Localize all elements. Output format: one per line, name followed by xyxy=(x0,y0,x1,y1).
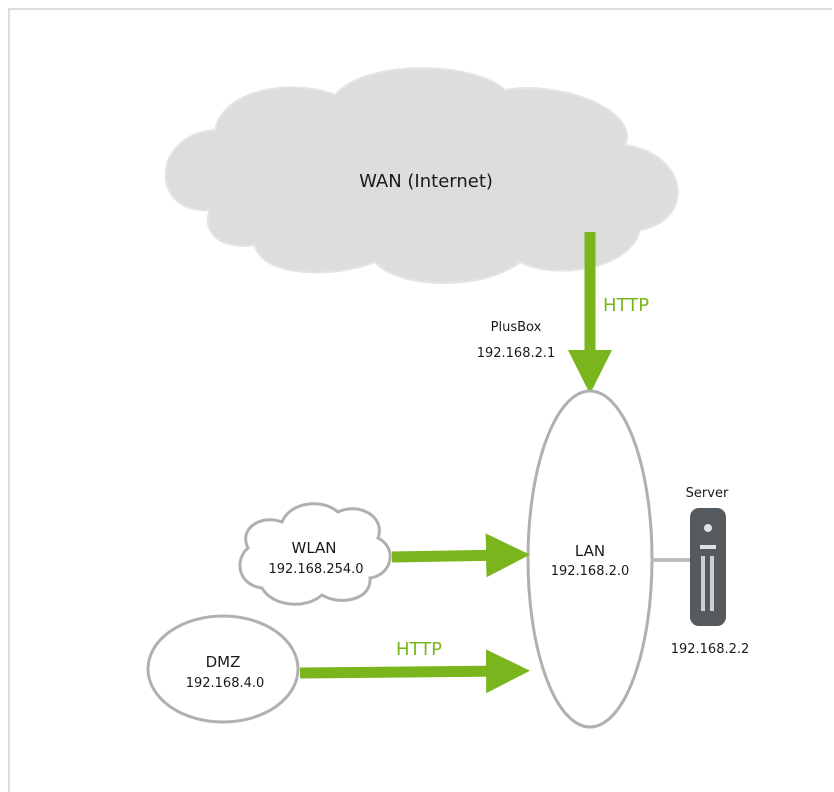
wan-http-label: HTTP xyxy=(603,295,649,316)
server-ip: 192.168.2.2 xyxy=(671,642,750,657)
lan-ip: 192.168.2.0 xyxy=(551,564,630,579)
plusbox-name: PlusBox xyxy=(491,320,542,335)
dmz-ip: 192.168.4.0 xyxy=(186,676,265,691)
dmz-node: DMZ 192.168.4.0 xyxy=(146,614,300,724)
lan-node: LAN 192.168.2.0 xyxy=(526,389,654,729)
dmz-ellipse xyxy=(146,614,300,724)
server-node: Server 192.168.2.2 xyxy=(671,486,750,657)
dmz-label: DMZ xyxy=(206,653,241,671)
dmz-to-lan-arrow xyxy=(299,649,530,694)
wan-cloud-shape xyxy=(164,67,679,284)
server-label: Server xyxy=(686,486,729,501)
diagram-frame xyxy=(8,8,832,792)
wlan-label: WLAN xyxy=(291,539,336,557)
dmz-http-label: HTTP xyxy=(396,639,442,660)
wlan-node: WLAN 192.168.254.0 xyxy=(238,502,392,606)
wlan-to-lan-arrow xyxy=(391,533,530,578)
wan-cloud: WAN (Internet) xyxy=(164,67,679,284)
wan-label: WAN (Internet) xyxy=(359,171,493,192)
server-icon xyxy=(690,508,726,626)
wlan-ip: 192.168.254.0 xyxy=(268,562,363,577)
plusbox-ip: 192.168.2.1 xyxy=(477,346,556,361)
lan-label: LAN xyxy=(575,542,605,560)
wlan-cloud-shape xyxy=(238,502,392,606)
